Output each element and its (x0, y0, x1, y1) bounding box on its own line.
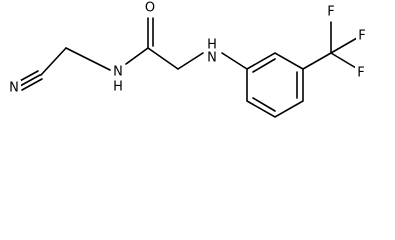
atom-amine-n: N (207, 51, 217, 66)
nitrile-triple-bond-2 (17, 70, 39, 83)
bond-nitrile-c-ch2 (40, 47, 67, 76)
bond-ch2-amine-n (177, 52, 204, 70)
bond-c-f-right (330, 37, 358, 54)
nitrile-triple-bond-3 (21, 78, 43, 91)
benzene-ring (246, 52, 304, 118)
trifluoromethyl-group (330, 21, 358, 69)
benzene-inner-bond-3 (252, 97, 276, 112)
bond-amide-n-carbonyl-c (125, 47, 149, 65)
atom-fluorine-right: F (358, 29, 365, 44)
benzene-inner-bond-1 (252, 58, 276, 73)
bond-ch2-amide-n (65, 47, 111, 71)
bond-amine-n-ring (221, 52, 248, 70)
chemical-structure: N N H O H N F F F (8, 0, 368, 118)
atom-fluorine-bottom: F (357, 66, 364, 81)
bond-carbonyl-c-ch2 (147, 47, 179, 70)
atom-labels: N N H O H N F F F (8, 0, 368, 96)
bond-ring-cf3 (302, 52, 332, 70)
benzene-ring-outline (246, 52, 304, 118)
atom-nitrile-n: N (9, 81, 19, 96)
nitrile-triple-bond-1 (19, 74, 41, 87)
atom-carbonyl-o: O (145, 1, 155, 16)
bond-c-f-bottom (330, 52, 357, 69)
nitrile-group (17, 47, 67, 91)
atom-amide-h: H (113, 80, 123, 95)
atom-amide-n: N (113, 65, 123, 80)
atom-fluorine-top: F (327, 5, 334, 20)
atom-amine-h: H (207, 38, 217, 53)
